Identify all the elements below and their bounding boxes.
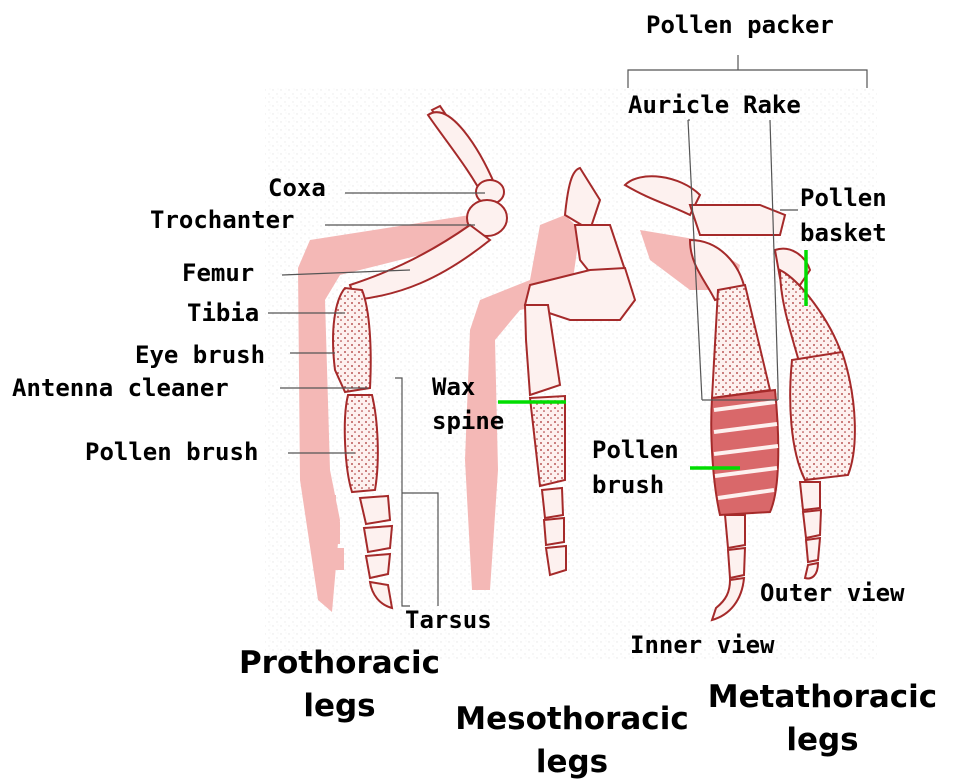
inner-view-label: Inner view [630,630,775,660]
pollen-packer-label: Pollen packer [646,10,834,40]
rake-label: Rake [743,90,801,120]
eye-brush-label: Eye brush [135,340,265,370]
prothoracic-caption-line2: legs [232,683,447,729]
metathoracic-caption-line1: Metathoracic [700,674,945,720]
tibia-label: Tibia [187,298,259,328]
spine-label-line2: spine [432,406,504,436]
pollen-basket-label-line1: Pollen [800,183,887,213]
mesothoracic-caption-line2: legs [447,739,697,784]
outer-view-label: Outer view [760,578,905,608]
hind-pollen-label-line1: Pollen [592,435,679,465]
coxa-label: Coxa [268,173,326,203]
metathoracic-caption-line2: legs [700,717,945,763]
trochanter-label: Trochanter [150,205,295,235]
mesothoracic-caption-line1: Mesothoracic [447,696,697,742]
wax-label-line1: Wax [432,372,475,402]
pollen-brush-label: Pollen brush [85,437,258,467]
pollen-basket-label-line2: basket [800,218,887,248]
prothoracic-caption-line1: Prothoracic [232,640,447,686]
hind-brush-label-line2: brush [592,470,664,500]
antenna-cleaner-label: Antenna cleaner [12,373,229,403]
auricle-label: Auricle [628,90,729,120]
tarsus-label: Tarsus [405,605,492,635]
femur-label: Femur [182,258,254,288]
